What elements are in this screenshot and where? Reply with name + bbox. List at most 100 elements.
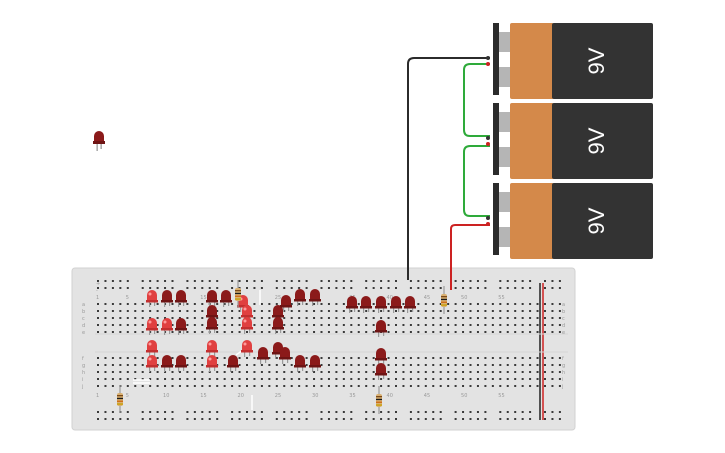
led[interactable]: [206, 290, 218, 307]
column-number: 40: [387, 393, 393, 399]
led[interactable]: [375, 296, 387, 313]
led[interactable]: [175, 355, 187, 372]
led[interactable]: [346, 296, 358, 313]
battery-label: 9V: [584, 127, 609, 154]
column-number: 15: [200, 295, 206, 301]
led[interactable]: [279, 347, 291, 364]
column-number: 25: [275, 295, 281, 301]
column-number: 20: [238, 393, 244, 399]
column-number: 50: [461, 295, 467, 301]
led[interactable]: [390, 296, 402, 313]
wire-red[interactable]: [450, 224, 490, 290]
led-lit[interactable]: [146, 355, 158, 372]
column-number: 45: [424, 295, 430, 301]
led-lit[interactable]: [241, 340, 253, 357]
row-letter: d: [82, 323, 85, 329]
led[interactable]: [175, 290, 187, 307]
terminal-negative[interactable]: [486, 216, 490, 220]
row-letter: e: [562, 330, 565, 336]
row-letter: a: [82, 302, 85, 308]
led[interactable]: [309, 289, 321, 306]
row-letter: b: [562, 309, 565, 315]
led[interactable]: [280, 295, 292, 312]
row-letter: g: [562, 363, 565, 369]
led[interactable]: [227, 355, 239, 372]
led[interactable]: [375, 320, 387, 337]
row-letter: g: [82, 363, 85, 369]
column-number: 15: [200, 393, 206, 399]
led[interactable]: [294, 289, 306, 306]
row-letter: e: [82, 330, 85, 336]
led[interactable]: [309, 355, 321, 372]
column-number: 25: [275, 393, 281, 399]
resistor[interactable]: [441, 286, 447, 314]
breadboard[interactable]: 1155101015152020252530303535404045455050…: [71, 267, 576, 431]
terminal-negative[interactable]: [486, 56, 490, 60]
terminal-positive[interactable]: [486, 142, 490, 146]
battery-label: 9V: [584, 207, 609, 234]
row-letter: b: [82, 309, 85, 315]
column-number: 30: [312, 393, 318, 399]
battery-9v[interactable]: 9V: [486, 183, 653, 259]
led[interactable]: [375, 348, 387, 365]
column-number: 1: [96, 295, 99, 301]
led-lit[interactable]: [161, 318, 173, 335]
resistor[interactable]: [235, 280, 241, 308]
loose-led[interactable]: [93, 131, 105, 151]
led[interactable]: [161, 290, 173, 307]
led[interactable]: [175, 318, 187, 335]
terminal-negative[interactable]: [486, 136, 490, 140]
breadboard-rails: [95, 283, 568, 420]
led[interactable]: [404, 296, 416, 313]
column-number: 40: [387, 295, 393, 301]
row-letter: j: [81, 384, 83, 390]
led-lit[interactable]: [206, 355, 218, 372]
row-letter: d: [562, 323, 565, 329]
column-number: 10: [163, 393, 169, 399]
led-lit[interactable]: [146, 340, 158, 357]
battery-label: 9V: [584, 47, 609, 74]
led-lit[interactable]: [206, 340, 218, 357]
led[interactable]: [257, 347, 269, 364]
column-number: 5: [126, 393, 129, 399]
led[interactable]: [161, 355, 173, 372]
resistor[interactable]: [376, 386, 382, 414]
row-letter: f: [82, 356, 84, 362]
wire-green-1[interactable]: [463, 63, 490, 137]
terminal-positive[interactable]: [486, 62, 490, 66]
row-letter: h: [82, 370, 85, 376]
row-letter: j: [561, 384, 563, 390]
row-letter: a: [562, 302, 565, 308]
row-letter: c: [82, 316, 85, 322]
battery-9v[interactable]: 9V: [486, 103, 653, 179]
rail-symbol: -: [96, 288, 98, 294]
wire-green-2[interactable]: [463, 145, 490, 217]
row-letter: i: [82, 377, 83, 383]
column-number: 1: [96, 393, 99, 399]
resistor[interactable]: [117, 385, 123, 413]
column-number: 50: [461, 393, 467, 399]
led-lit[interactable]: [146, 290, 158, 307]
row-letter: i: [562, 377, 563, 383]
column-number: 55: [498, 295, 504, 301]
battery-9v[interactable]: 9V: [486, 23, 653, 99]
column-number: 55: [498, 393, 504, 399]
led[interactable]: [272, 317, 284, 334]
led[interactable]: [360, 296, 372, 313]
led[interactable]: [206, 317, 218, 334]
led-lit[interactable]: [241, 317, 253, 334]
terminal-positive[interactable]: [486, 222, 490, 226]
row-letter: f: [562, 356, 564, 362]
column-number: 45: [424, 393, 430, 399]
rail-symbol: +: [96, 281, 100, 287]
column-number: 35: [349, 393, 355, 399]
led[interactable]: [220, 290, 232, 307]
wire-black[interactable]: [407, 57, 490, 280]
row-letter: c: [562, 316, 565, 322]
led-lit[interactable]: [146, 318, 158, 335]
column-number: 5: [126, 295, 129, 301]
led[interactable]: [294, 355, 306, 372]
led[interactable]: [375, 363, 387, 380]
row-letter: h: [562, 370, 565, 376]
